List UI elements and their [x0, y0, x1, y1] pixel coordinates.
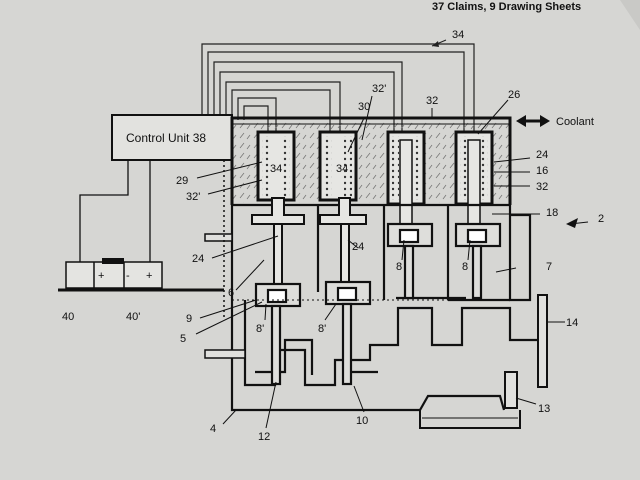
control-unit-label: Control Unit 38: [126, 131, 206, 145]
label-34-coil2: 34: [336, 163, 348, 175]
label-18: 18: [546, 207, 558, 219]
coolant-label: Coolant: [556, 116, 594, 128]
label-2: 2: [598, 213, 604, 225]
label-9: 9: [186, 313, 192, 325]
label-24-right: 24: [536, 149, 548, 161]
header-text: 37 Claims, 9 Drawing Sheets: [432, 1, 581, 13]
label-24-left: 24: [192, 253, 204, 265]
label-14: 14: [566, 317, 578, 329]
label-34-coil1: 34: [270, 163, 282, 175]
label-16: 16: [536, 165, 548, 177]
label-13: 13: [538, 403, 550, 415]
label-40: 40: [62, 311, 74, 323]
label-26: 26: [508, 89, 520, 101]
label-5: 5: [180, 333, 186, 345]
label-8-prime-b: 8': [318, 323, 326, 335]
label-8-prime-a: 8': [256, 323, 264, 335]
battery-plus-left: +: [98, 270, 104, 282]
label-8-a: 8: [396, 261, 402, 273]
label-32-right: 32: [536, 181, 548, 193]
label-32-prime-left: 32': [186, 191, 200, 203]
label-8-b: 8: [462, 261, 468, 273]
label-10: 10: [356, 415, 368, 427]
battery-plus-right: +: [146, 270, 152, 282]
label-24-mid: 24: [352, 241, 364, 253]
label-4: 4: [210, 423, 216, 435]
label-34-top: 34: [452, 29, 464, 41]
label-29: 29: [176, 175, 188, 187]
label-32-prime-top: 32': [372, 83, 386, 95]
battery-minus: -: [126, 270, 130, 282]
label-7: 7: [546, 261, 552, 273]
label-40-prime: 40': [126, 311, 140, 323]
label-12: 12: [258, 431, 270, 443]
output-shaft: [538, 295, 547, 387]
label-6: 6: [228, 287, 234, 299]
label-30: 30: [358, 101, 370, 113]
label-32-top: 32: [426, 95, 438, 107]
